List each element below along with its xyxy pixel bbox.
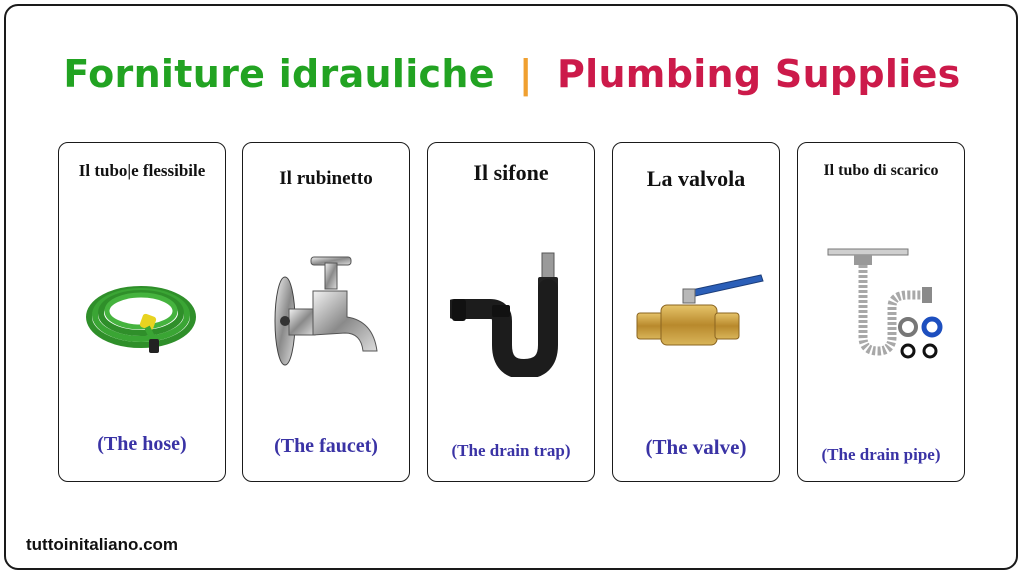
card-translation: (The valve) [645, 435, 747, 459]
card-translation: (The faucet) [274, 435, 378, 457]
drain-trap-icon [450, 252, 558, 377]
card-translation: (The drain pipe) [821, 445, 941, 464]
title-separator: | [518, 52, 533, 96]
card-label: Il sifone [473, 160, 549, 185]
card-label: La valvola [646, 166, 746, 191]
faucet-icon [274, 256, 378, 366]
footer-site: tuttoinitaliano.com [26, 535, 179, 554]
garden-hose-icon [86, 286, 196, 353]
card-label: Il rubinetto [279, 168, 373, 189]
card-translation: (The hose) [97, 433, 187, 455]
drain-pipe-icon [827, 248, 943, 359]
vocab-card-valve: La valvola (The valve) [612, 142, 780, 482]
vocab-card-drain-trap: Il sifone (The drain trap) [427, 142, 595, 482]
vocab-card-drain-pipe: Il tubo di scarico (The drain pipe) [797, 142, 965, 482]
page-title: Forniture idrauliche | Plumbing Supplies [0, 52, 1024, 96]
vocab-card-hose: Il tubo|e flessibile (The hose) [58, 142, 226, 482]
card-translation: (The drain trap) [451, 441, 571, 460]
italian-title: Forniture idrauliche [63, 52, 495, 96]
vocab-card-faucet: Il rubinetto (The faucet) [242, 142, 410, 482]
card-label: Il tubo|e flessibile [78, 161, 206, 180]
valve-icon [636, 274, 764, 346]
english-title: Plumbing Supplies [556, 52, 961, 96]
card-label: Il tubo di scarico [823, 162, 939, 179]
